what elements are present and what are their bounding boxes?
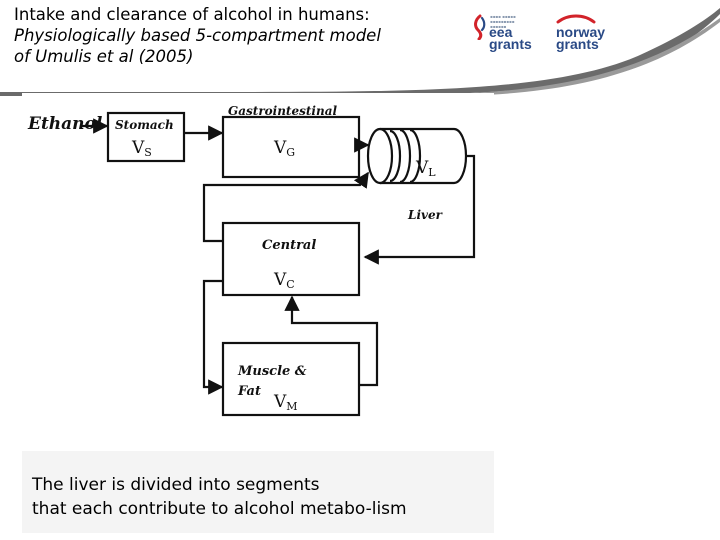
title-line-2: Physiologically based 5-compartment mode… (14, 26, 381, 45)
eea-logo-smallprint: ▪▪▪▪ ▪▪▪▪▪▪▪▪▪▪▪▪▪▪▪▪▪▪▪▪ (490, 14, 516, 29)
muscle-volume: VM (273, 392, 298, 413)
caption-line-1: The liver is divided into segments (32, 475, 320, 495)
central-volume: VC (273, 270, 295, 291)
compartment-diagram: Ethanol Stomach VS Gastrointestinal VG V… (27, 104, 476, 417)
muscle-fat-box (221, 341, 361, 417)
gi-volume: VG (273, 138, 295, 159)
caption-panel (22, 451, 494, 533)
liver-label: Liver (407, 208, 444, 222)
caption-line-2: that each contribute to alcohol metabo-l… (32, 499, 407, 519)
stomach-label: Stomach (115, 118, 174, 132)
muscle-label-line1: Muscle & (237, 364, 307, 379)
slide-caption: The liver is divided into segments that … (32, 473, 492, 521)
eea-logo-icon (474, 14, 486, 40)
stomach-box (106, 111, 186, 163)
compartment-diagram-panel: Ethanol Stomach VS Gastrointestinal VG V… (22, 93, 494, 451)
liver-volume: VL (415, 158, 436, 179)
muscle-label-line2: Fat (237, 384, 261, 399)
title-line-1: Intake and clearance of alcohol in human… (14, 5, 370, 24)
header-swoosh-decoration (0, 8, 720, 96)
central-label: Central (262, 238, 316, 253)
stomach-volume: VS (131, 138, 152, 159)
norway-logo-icon (556, 14, 596, 24)
slide-title: Intake and clearance of alcohol in human… (14, 4, 484, 67)
central-box (221, 221, 361, 297)
title-line-3: of Umulis et al (2005) (14, 47, 194, 66)
gi-label: Gastrointestinal (228, 104, 337, 118)
ethanol-label: Ethanol (27, 114, 103, 134)
